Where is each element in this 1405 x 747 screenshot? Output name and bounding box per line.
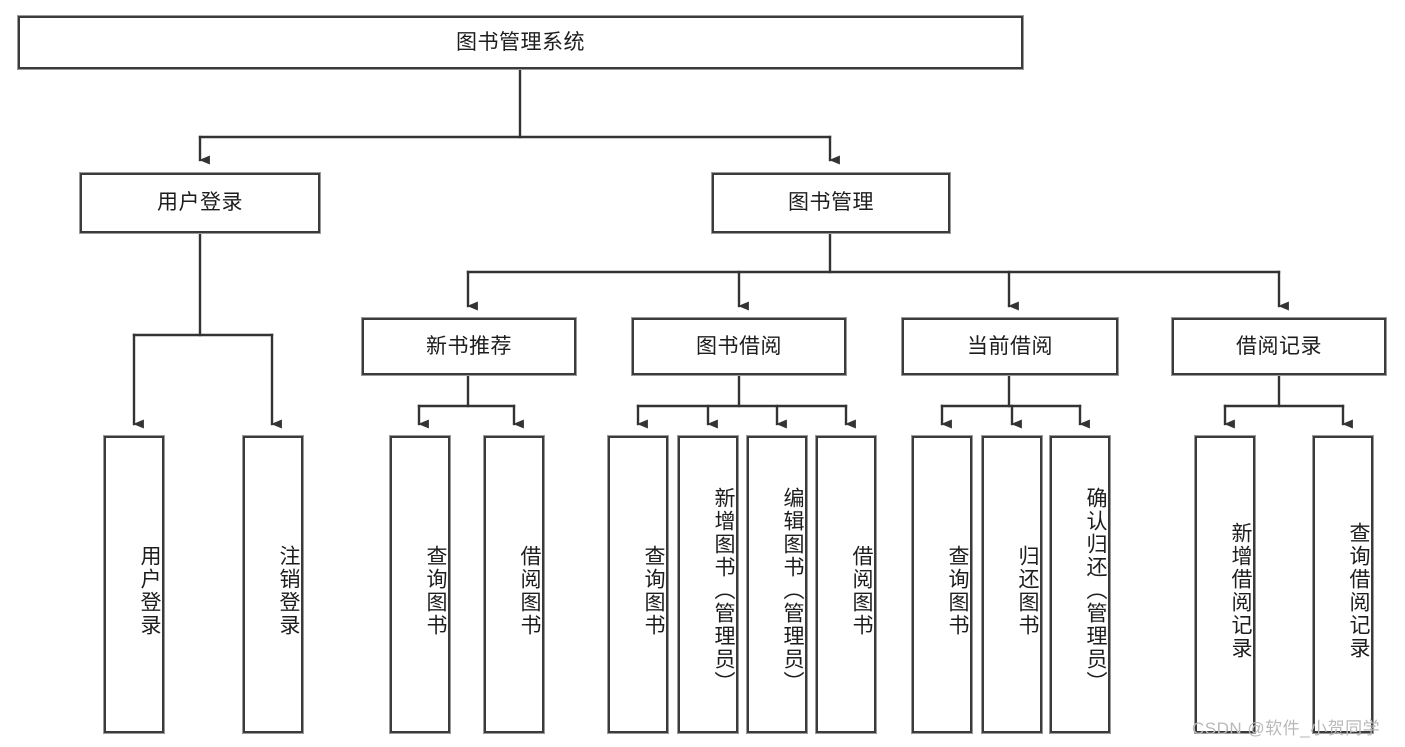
node-new-book-recommend-label: 新书推荐 [426,334,512,358]
leaf-add-book-admin-label: 新增图书（管理员） [712,487,735,694]
leaf-return-book[interactable]: 归还图书 [982,436,1042,733]
leaf-query-borrow-record-label: 查询借阅记录 [1347,521,1370,660]
node-current-borrow-label: 当前借阅 [967,334,1053,358]
leaf-add-borrow-record-label: 新增借阅记录 [1229,521,1252,660]
node-book-management-label: 图书管理 [788,191,874,215]
leaf-add-book-admin[interactable]: 新增图书（管理员） [678,436,738,733]
leaf-borrow-book[interactable]: 借阅图书 [816,436,876,733]
node-book-borrow[interactable]: 图书借阅 [632,318,846,375]
leaf-query-book-borrow-label: 查询图书 [642,544,665,637]
node-book-management[interactable]: 图书管理 [712,173,950,233]
node-book-borrow-label: 图书借阅 [696,334,782,358]
leaf-add-borrow-record[interactable]: 新增借阅记录 [1195,436,1255,733]
leaf-user-login[interactable]: 用户登录 [104,436,164,733]
leaf-query-book-borrow[interactable]: 查询图书 [608,436,668,733]
leaf-confirm-return-admin-label: 确认归还（管理员） [1084,487,1107,694]
node-root-label: 图书管理系统 [456,30,585,54]
node-user-login-label: 用户登录 [157,191,243,215]
leaf-return-book-label: 归还图书 [1016,544,1039,637]
node-current-borrow[interactable]: 当前借阅 [902,318,1118,375]
leaf-edit-book-admin-label: 编辑图书（管理员） [781,487,804,694]
leaf-logout[interactable]: 注销登录 [243,436,303,733]
leaf-borrow-book-recommend[interactable]: 借阅图书 [484,436,544,733]
node-borrow-record-label: 借阅记录 [1236,334,1322,358]
leaf-confirm-return-admin[interactable]: 确认归还（管理员） [1050,436,1110,733]
leaf-query-borrow-record[interactable]: 查询借阅记录 [1313,436,1373,733]
leaf-query-book-current[interactable]: 查询图书 [912,436,972,733]
leaf-query-book-recommend-label: 查询图书 [424,544,447,637]
node-new-book-recommend[interactable]: 新书推荐 [362,318,576,375]
node-user-login[interactable]: 用户登录 [80,173,320,233]
leaf-query-book-current-label: 查询图书 [946,544,969,637]
leaf-query-book-recommend[interactable]: 查询图书 [390,436,450,733]
csdn-watermark: CSDN @软件_小贺同学 [1192,719,1381,738]
leaf-edit-book-admin[interactable]: 编辑图书（管理员） [747,436,807,733]
node-borrow-record[interactable]: 借阅记录 [1172,318,1386,375]
leaf-borrow-book-label: 借阅图书 [850,544,873,637]
leaf-logout-label: 注销登录 [277,544,300,637]
leaf-borrow-book-recommend-label: 借阅图书 [518,544,541,637]
node-root[interactable]: 图书管理系统 [18,16,1023,69]
leaf-user-login-label: 用户登录 [138,544,161,637]
